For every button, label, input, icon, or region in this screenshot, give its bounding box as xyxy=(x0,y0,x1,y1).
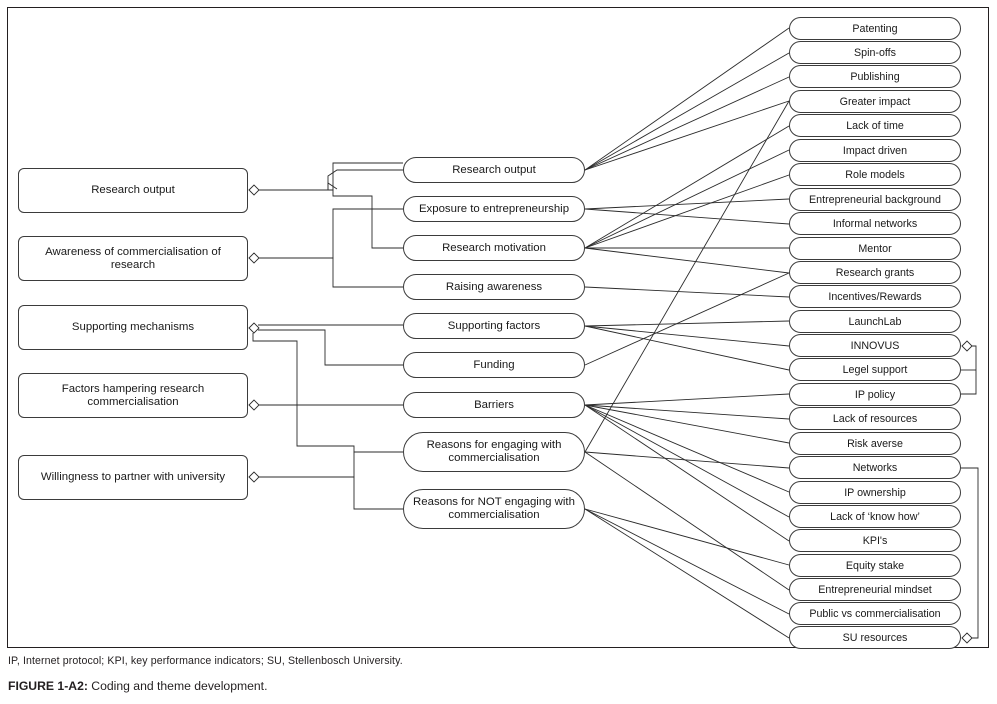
code-node-mentor[interactable]: Mentor xyxy=(789,237,961,260)
node-label: Entrepreneurial mindset xyxy=(818,583,932,596)
node-label: Entrepreneurial background xyxy=(809,193,941,206)
code-node-research-grants[interactable]: Research grants xyxy=(789,261,961,284)
node-label: IP ownership xyxy=(844,486,906,499)
code-node-innovus[interactable]: INNOVUS xyxy=(789,334,961,357)
code-node-equity-stake[interactable]: Equity stake xyxy=(789,554,961,577)
node-label: Risk averse xyxy=(847,437,903,450)
node-label: Funding xyxy=(473,358,515,371)
code-node-patenting[interactable]: Patenting xyxy=(789,17,961,40)
theme-node-willingness-to-partner[interactable]: Willingness to partner with university xyxy=(18,455,248,500)
code-node-publishing[interactable]: Publishing xyxy=(789,65,961,88)
figure-abbreviation-footnote: IP, Internet protocol; KPI, key performa… xyxy=(8,655,403,667)
node-label: Research output xyxy=(452,163,536,176)
code-node-entrepreneurial-mindset[interactable]: Entrepreneurial mindset xyxy=(789,578,961,601)
code-node-entrepreneurial-background[interactable]: Entrepreneurial background xyxy=(789,188,961,211)
node-label: Reasons for NOT engaging with commercial… xyxy=(413,496,575,521)
code-node-su-resources[interactable]: SU resources xyxy=(789,626,961,649)
category-node-supporting-factors[interactable]: Supporting factors xyxy=(403,313,585,339)
code-node-ip-policy[interactable]: IP policy xyxy=(789,383,961,406)
node-label: SU resources xyxy=(842,631,908,644)
node-label: Greater impact xyxy=(839,95,911,108)
figure-caption: FIGURE 1-A2: Coding and theme developmen… xyxy=(8,679,267,693)
node-label: LaunchLab xyxy=(848,315,902,328)
node-label: Networks xyxy=(852,461,898,474)
node-label: IP policy xyxy=(854,388,896,401)
code-node-legel-support[interactable]: Legel support xyxy=(789,358,961,381)
node-label: Lack of resources xyxy=(832,412,918,425)
node-label: Willingness to partner with university xyxy=(40,471,226,484)
figure-caption-label: FIGURE 1-A2: xyxy=(8,679,88,693)
node-label: Lack of time xyxy=(846,119,904,132)
theme-node-research-output[interactable]: Research output xyxy=(18,168,248,213)
node-label: INNOVUS xyxy=(850,339,900,352)
node-label: Public vs commercialisation xyxy=(809,607,941,620)
code-node-incentives-rewards[interactable]: Incentives/Rewards xyxy=(789,285,961,308)
code-node-launchlab[interactable]: LaunchLab xyxy=(789,310,961,333)
category-node-research-motivation[interactable]: Research motivation xyxy=(403,235,585,261)
theme-node-supporting-mechanisms[interactable]: Supporting mechanisms xyxy=(18,305,248,350)
code-node-public-vs-commercialisation[interactable]: Public vs commercialisation xyxy=(789,602,961,625)
node-label: Impact driven xyxy=(842,144,908,157)
code-node-lack-of-time[interactable]: Lack of time xyxy=(789,114,961,137)
node-label: Patenting xyxy=(852,22,898,35)
code-node-impact-driven[interactable]: Impact driven xyxy=(789,139,961,162)
category-node-exposure-to-entrepreneurship[interactable]: Exposure to entrepreneurship xyxy=(403,196,585,222)
node-label: Supporting factors xyxy=(447,319,541,332)
code-node-role-models[interactable]: Role models xyxy=(789,163,961,186)
figure-caption-text: Coding and theme development. xyxy=(87,679,268,693)
node-label: Raising awareness xyxy=(445,280,543,293)
node-label: Equity stake xyxy=(845,559,905,572)
code-node-risk-averse[interactable]: Risk averse xyxy=(789,432,961,455)
node-label: KPI's xyxy=(862,534,888,547)
code-node-lack-of-know-how[interactable]: Lack of ‘know how’ xyxy=(789,505,961,528)
code-node-kpis[interactable]: KPI's xyxy=(789,529,961,552)
category-node-research-output[interactable]: Research output xyxy=(403,157,585,183)
category-node-funding[interactable]: Funding xyxy=(403,352,585,378)
node-label: Legel support xyxy=(842,363,908,376)
code-node-networks[interactable]: Networks xyxy=(789,456,961,479)
code-node-greater-impact[interactable]: Greater impact xyxy=(789,90,961,113)
code-node-lack-of-resources[interactable]: Lack of resources xyxy=(789,407,961,430)
node-label: Research motivation xyxy=(442,241,546,254)
node-label: Spin-offs xyxy=(854,46,896,59)
node-label: Informal networks xyxy=(832,217,918,230)
node-label: Lack of ‘know how’ xyxy=(830,510,920,523)
category-node-barriers[interactable]: Barriers xyxy=(403,392,585,418)
node-label: Reasons for engaging with commercialisat… xyxy=(426,439,562,464)
code-node-informal-networks[interactable]: Informal networks xyxy=(789,212,961,235)
category-node-reasons-for-engaging[interactable]: Reasons for engaging with commercialisat… xyxy=(403,432,585,472)
node-label: Factors hampering research commercialisa… xyxy=(61,382,205,408)
node-label: Publishing xyxy=(850,70,900,83)
node-label: Research grants xyxy=(835,266,915,279)
node-label: Incentives/Rewards xyxy=(828,290,922,303)
category-node-reasons-for-not-engaging[interactable]: Reasons for NOT engaging with commercial… xyxy=(403,489,585,529)
code-node-spin-offs[interactable]: Spin-offs xyxy=(789,41,961,64)
node-label: Mentor xyxy=(858,242,892,255)
node-label: Barriers xyxy=(474,398,514,411)
theme-node-factors-hampering[interactable]: Factors hampering research commercialisa… xyxy=(18,373,248,418)
node-label: Supporting mechanisms xyxy=(71,321,195,334)
node-label: Awareness of commercialisation of resear… xyxy=(45,245,221,271)
theme-node-awareness-of-commercialisation[interactable]: Awareness of commercialisation of resear… xyxy=(18,236,248,281)
node-label: Exposure to entrepreneurship xyxy=(418,202,570,215)
code-node-ip-ownership[interactable]: IP ownership xyxy=(789,481,961,504)
category-node-raising-awareness[interactable]: Raising awareness xyxy=(403,274,585,300)
node-label: Research output xyxy=(91,184,175,197)
node-label: Role models xyxy=(845,168,905,181)
